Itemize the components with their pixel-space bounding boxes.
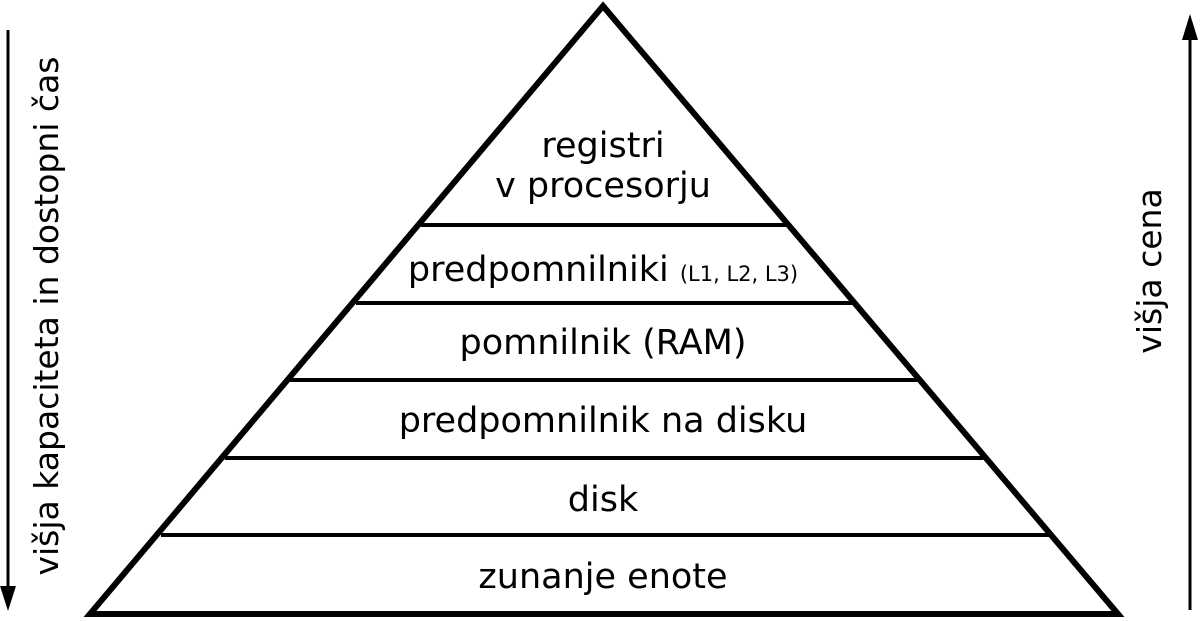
level-caches-suffix: (L1, L2, L3) (679, 262, 799, 286)
level-ram: pomnilnik (RAM) (380, 323, 826, 363)
right-arrow-head (1182, 14, 1198, 40)
left-arrow-head (0, 586, 16, 611)
level-registers-line-1: registri (541, 126, 665, 166)
level-disk-cache-label: predpomnilnik na disku (398, 401, 808, 441)
pyramid-outline (83, 1, 1125, 617)
level-disk-cache: predpomnilnik na disku (330, 401, 876, 441)
level-disk: disk (480, 480, 726, 520)
level-registers-line-2: v procesorju (495, 166, 711, 206)
right-axis-label: višja cena (1130, 188, 1169, 354)
left-axis-label: višja kapaciteta in dostopni čas (27, 56, 66, 576)
level-ram-label: pomnilnik (RAM) (459, 323, 747, 363)
level-registers: registri v procesorju (480, 126, 726, 206)
level-disk-label: disk (567, 480, 639, 520)
level-external-devices: zunanje enote (400, 557, 806, 597)
level-caches: predpomnilniki (L1, L2, L3) (380, 250, 826, 294)
level-external-devices-label: zunanje enote (478, 557, 728, 597)
level-caches-label: predpomnilniki (407, 250, 669, 290)
